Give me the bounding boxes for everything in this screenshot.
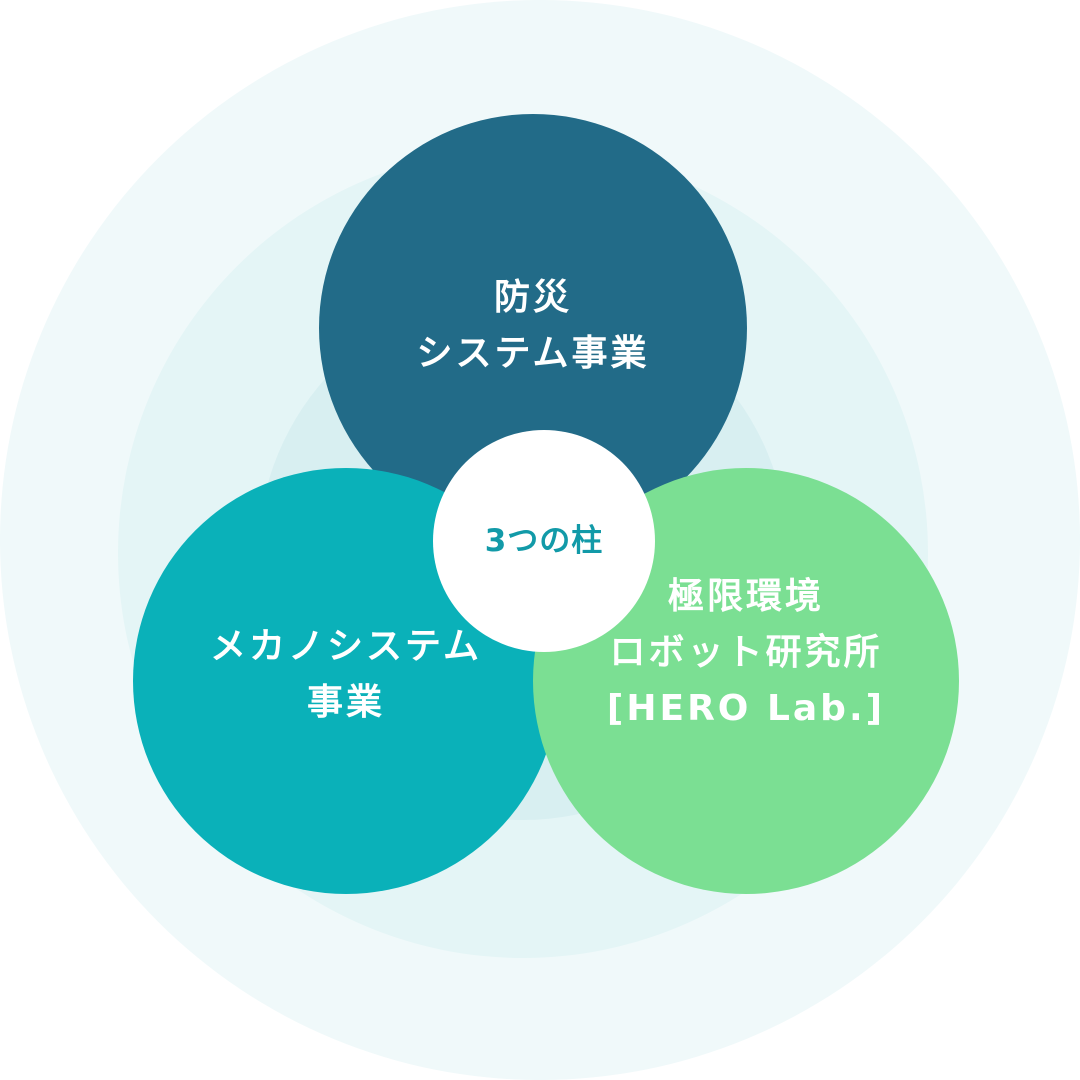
pillar-hero-lab-label: 極限環境 ロボット研究所 [HERO Lab.] <box>607 569 885 737</box>
pillar-label-line: 事業 <box>306 682 385 723</box>
pillar-label-line: 防災 <box>493 277 572 318</box>
pillar-label-line: ロボット研究所 <box>609 632 883 673</box>
pillar-label-line: メカノシステム <box>210 626 482 667</box>
center-label: 3つの柱 <box>484 523 604 559</box>
pillar-label-line: 極限環境 <box>667 576 824 617</box>
center-circle: 3つの柱 <box>433 430 655 652</box>
pillar-mechano-systems-label: メカノシステム 事業 <box>210 619 482 731</box>
pillar-disaster-prevention-label: 防災 システム事業 <box>417 270 650 382</box>
pillar-label-line: [HERO Lab.] <box>606 688 886 729</box>
pillar-label-line: システム事業 <box>416 333 650 374</box>
